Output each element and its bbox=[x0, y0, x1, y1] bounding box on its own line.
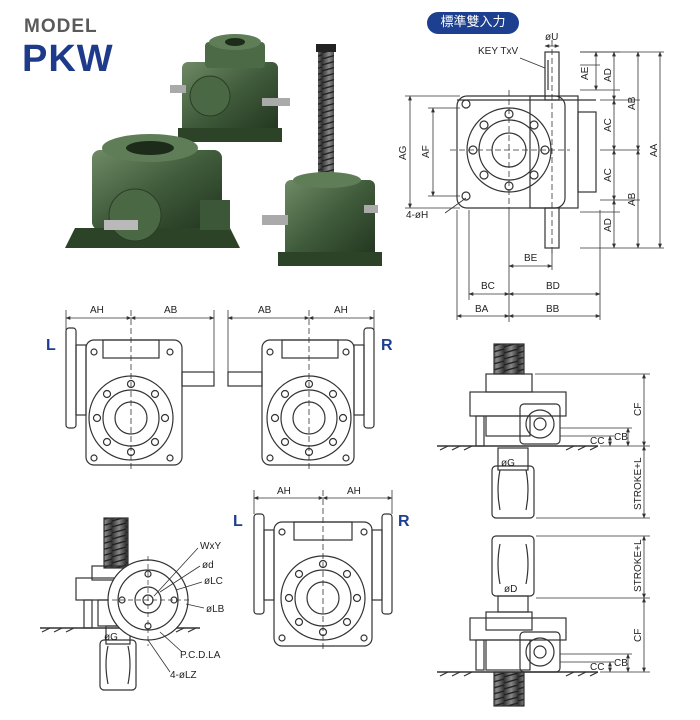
top-right-dimensions bbox=[405, 44, 664, 322]
bottom-left-jack-view bbox=[40, 517, 200, 691]
label-ad-bottom: AD bbox=[603, 218, 614, 232]
label-phi-lb: øLB bbox=[206, 604, 225, 615]
label-lz: 4-øLZ bbox=[170, 670, 197, 681]
label-phi-lc: øLC bbox=[204, 576, 223, 587]
label-ba: BA bbox=[475, 304, 489, 315]
label-left-side: L bbox=[46, 337, 56, 354]
label-cc-lower: CC bbox=[590, 662, 604, 673]
bottom-center-labels: AH AH bbox=[277, 486, 361, 497]
label-cf-lower: CF bbox=[633, 629, 644, 642]
product-photo-screw-jack bbox=[262, 44, 382, 266]
lr-view-labels: AH AB AB AH bbox=[90, 305, 348, 316]
dual-input-badge: 標準雙入力 bbox=[427, 12, 519, 34]
lr-view-dimensions bbox=[65, 310, 375, 470]
label-bb: BB bbox=[546, 304, 560, 315]
label-right-side: R bbox=[381, 337, 393, 354]
label-ab-right: AB bbox=[258, 305, 272, 316]
label-pcd: P.C.D.LA bbox=[180, 650, 221, 661]
label-phi-d-lower: øD bbox=[504, 584, 517, 595]
label-ac-top: AC bbox=[603, 118, 614, 132]
label-af: AF bbox=[421, 145, 432, 158]
product-photo-small bbox=[170, 34, 290, 142]
top-right-view bbox=[450, 40, 597, 255]
label-wxy: WxY bbox=[200, 541, 221, 552]
lr-view-right-unit bbox=[227, 327, 375, 466]
label-cf-upper: CF bbox=[633, 403, 644, 416]
label-phi-u: øU bbox=[545, 32, 558, 43]
model-name: PKW bbox=[22, 38, 114, 80]
jack-view-lower bbox=[437, 535, 599, 707]
label-ae: AE bbox=[580, 66, 591, 80]
label-ab-left: AB bbox=[164, 305, 178, 316]
label-ah-right: AH bbox=[334, 305, 348, 316]
label-aa: AA bbox=[649, 143, 660, 157]
jack-view-lower-dims bbox=[536, 535, 650, 673]
label-cb-upper: CB bbox=[614, 432, 628, 443]
lr-view-left-unit bbox=[65, 327, 215, 466]
top-right-labels: KEY TxV øU AE AD AB AC AC AA AB AD AG AF… bbox=[398, 32, 660, 315]
label-ag: AG bbox=[398, 145, 409, 160]
jack-view-upper-dims bbox=[535, 373, 650, 519]
label-ah-left: AH bbox=[90, 305, 104, 316]
label-phi-g-bottom: øG bbox=[104, 632, 118, 643]
jack-view-lower-labels: øD STROKE+L CF CB CC bbox=[504, 539, 644, 673]
label-phi-d-small: ød bbox=[202, 560, 214, 571]
jack-view-upper-labels: CF CB CC øG STROKE+L bbox=[501, 403, 644, 510]
label-left-side-bottom: L bbox=[233, 513, 243, 530]
label-stroke-lower: STROKE+L bbox=[633, 539, 644, 592]
product-photo-large bbox=[65, 134, 240, 248]
label-right-side-bottom: R bbox=[398, 513, 410, 530]
jack-view-upper bbox=[437, 343, 599, 519]
bottom-left-leaders bbox=[147, 547, 205, 673]
label-hole: 4-øH bbox=[406, 210, 428, 221]
label-cb-lower: CB bbox=[614, 658, 628, 669]
label-be: BE bbox=[524, 253, 538, 264]
label-ab-bottom: AB bbox=[627, 192, 638, 206]
label-ad-top: AD bbox=[603, 68, 614, 82]
label-ah-bottom-right: AH bbox=[347, 486, 361, 497]
bottom-center-view bbox=[253, 513, 393, 647]
model-label: MODEL bbox=[24, 16, 98, 37]
label-cc-upper: CC bbox=[590, 436, 604, 447]
label-stroke-upper: STROKE+L bbox=[633, 457, 644, 510]
label-key: KEY TxV bbox=[478, 46, 519, 57]
label-bc: BC bbox=[481, 281, 495, 292]
label-ac-bottom: AC bbox=[603, 168, 614, 182]
label-ah-bottom-left: AH bbox=[277, 486, 291, 497]
bottom-left-labels: WxY ød øLC øLB P.C.D.LA 4-øLZ øG bbox=[104, 541, 225, 681]
label-phi-g-upper: øG bbox=[501, 458, 515, 469]
label-ab-top: AB bbox=[627, 96, 638, 110]
bottom-center-dims bbox=[253, 490, 393, 650]
label-bd: BD bbox=[546, 281, 560, 292]
